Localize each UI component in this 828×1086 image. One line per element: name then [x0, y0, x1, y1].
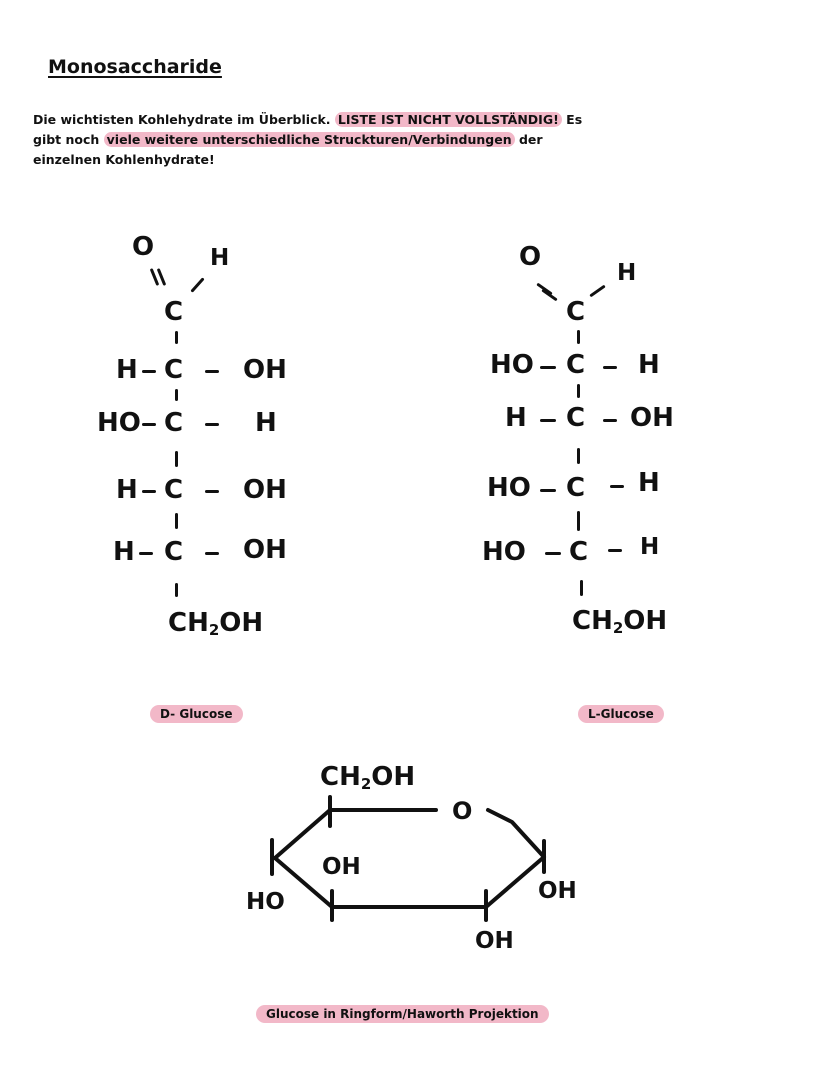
l-terminal-sub: 2: [612, 619, 624, 637]
l-carbon-1: C: [566, 297, 586, 327]
l-row4-right: H: [640, 534, 660, 560]
ring-ho-left: HO: [246, 889, 285, 915]
l-hbond-1l: [540, 366, 556, 369]
ring-ch2oh-ch: CH: [320, 762, 361, 792]
d-row2-left: HO: [97, 408, 141, 438]
intro-part1: Die wichtisten Kohlehydrate im Überblick…: [33, 112, 335, 127]
d-hbond-2r: [205, 423, 219, 426]
intro-part2: Es gibt noch: [33, 112, 583, 147]
d-aldehyde-oxygen: O: [132, 232, 155, 262]
ring-bond-bottom-left: [273, 856, 334, 909]
ring-ch2oh-oh: OH: [371, 762, 416, 792]
l-vbond-2: [577, 384, 580, 398]
d-carbon-5: C: [164, 537, 184, 567]
l-carbon-4: C: [566, 473, 586, 503]
l-hbond-2r: [603, 419, 617, 422]
intro-highlight-warning: LISTE IST NICHT VOLLSTÄNDIG!: [334, 112, 562, 127]
ring-oh-inner: OH: [322, 854, 361, 880]
d-row4-right: OH: [243, 535, 287, 565]
d-terminal-ch: CH: [168, 608, 209, 638]
l-row3-left: HO: [487, 473, 531, 503]
intro-highlight-structures: viele weitere unterschiedliche Strucktur…: [103, 132, 515, 147]
l-vbond-3: [577, 448, 580, 464]
d-hbond-1l: [142, 370, 156, 373]
l-vbond-1: [577, 330, 580, 344]
d-carbon-3: C: [164, 408, 184, 438]
d-aldehyde-hydrogen: H: [210, 245, 230, 271]
l-vbond-4: [577, 511, 580, 531]
d-hbond-4l: [139, 552, 153, 555]
d-hbond-1r: [205, 370, 219, 373]
ring-bond-top-left: [273, 808, 332, 860]
l-row2-right: OH: [630, 403, 674, 433]
d-terminal-sub: 2: [208, 621, 220, 639]
d-vbond-3: [175, 451, 178, 467]
l-aldehyde-oxygen: O: [519, 242, 542, 272]
l-terminal-group: CH2OH: [572, 608, 667, 636]
l-terminal-ch: CH: [572, 606, 613, 636]
l-terminal-oh: OH: [623, 606, 668, 636]
ring-glucose-caption: Glucose in Ringform/Haworth Projektion: [256, 1005, 549, 1023]
l-vbond-5: [580, 580, 583, 596]
d-vbond-2: [175, 389, 178, 401]
l-carbon-5: C: [569, 537, 589, 567]
l-glucose-caption: L-Glucose: [578, 705, 664, 723]
d-carbon-1: C: [164, 297, 184, 327]
d-terminal-group: CH2OH: [168, 610, 263, 638]
d-terminal-oh: OH: [219, 608, 264, 638]
d-glucose-caption: D- Glucose: [150, 705, 243, 723]
d-row1-right: OH: [243, 355, 287, 385]
l-hbond-2l: [540, 419, 556, 422]
d-row2-right: H: [255, 408, 277, 438]
l-hbond-3r: [610, 485, 624, 488]
d-row1-left: H: [116, 355, 138, 385]
l-row2-left: H: [505, 403, 527, 433]
ring-oh-bottom: OH: [475, 928, 514, 954]
d-hbond-2l: [142, 423, 156, 426]
ring-bond-bottom-right: [484, 855, 546, 909]
d-hbond-3r: [205, 490, 219, 493]
d-carbon-4: C: [164, 475, 184, 505]
l-carbon-3: C: [566, 403, 586, 433]
ring-oxygen: O: [452, 797, 473, 825]
d-hbond-3l: [142, 490, 156, 493]
d-row4-left: H: [113, 537, 135, 567]
l-hbond-4r: [608, 549, 622, 552]
ring-oh-right: OH: [538, 878, 577, 904]
l-hbond-4l: [545, 552, 561, 555]
intro-part3: der einzelnen Kohlenhydrate!: [33, 132, 543, 167]
page-title: Monosaccharide: [48, 56, 222, 78]
l-row4-left: HO: [482, 537, 526, 567]
d-row3-right: OH: [243, 475, 287, 505]
d-hbond-4r: [205, 552, 219, 555]
d-carbon-2: C: [164, 355, 184, 385]
l-hbond-3l: [540, 489, 556, 492]
l-hbond-1r: [603, 366, 617, 369]
l-row1-right: H: [638, 350, 660, 380]
l-row1-left: HO: [490, 350, 534, 380]
ring-ch2oh-sub: 2: [360, 775, 372, 793]
ring-ch2oh-label: CH2OH: [320, 764, 415, 792]
d-vbond-4: [175, 513, 178, 529]
d-vbond-1: [175, 331, 178, 344]
intro-text: Die wichtisten Kohlehydrate im Überblick…: [33, 110, 593, 170]
l-aldehyde-hydrogen: H: [617, 260, 637, 286]
d-vbond-5: [175, 583, 178, 597]
l-row3-right: H: [638, 468, 660, 498]
ring-bond-o-right: [486, 808, 546, 859]
l-carbon-2: C: [566, 350, 586, 380]
d-row3-left: H: [116, 475, 138, 505]
